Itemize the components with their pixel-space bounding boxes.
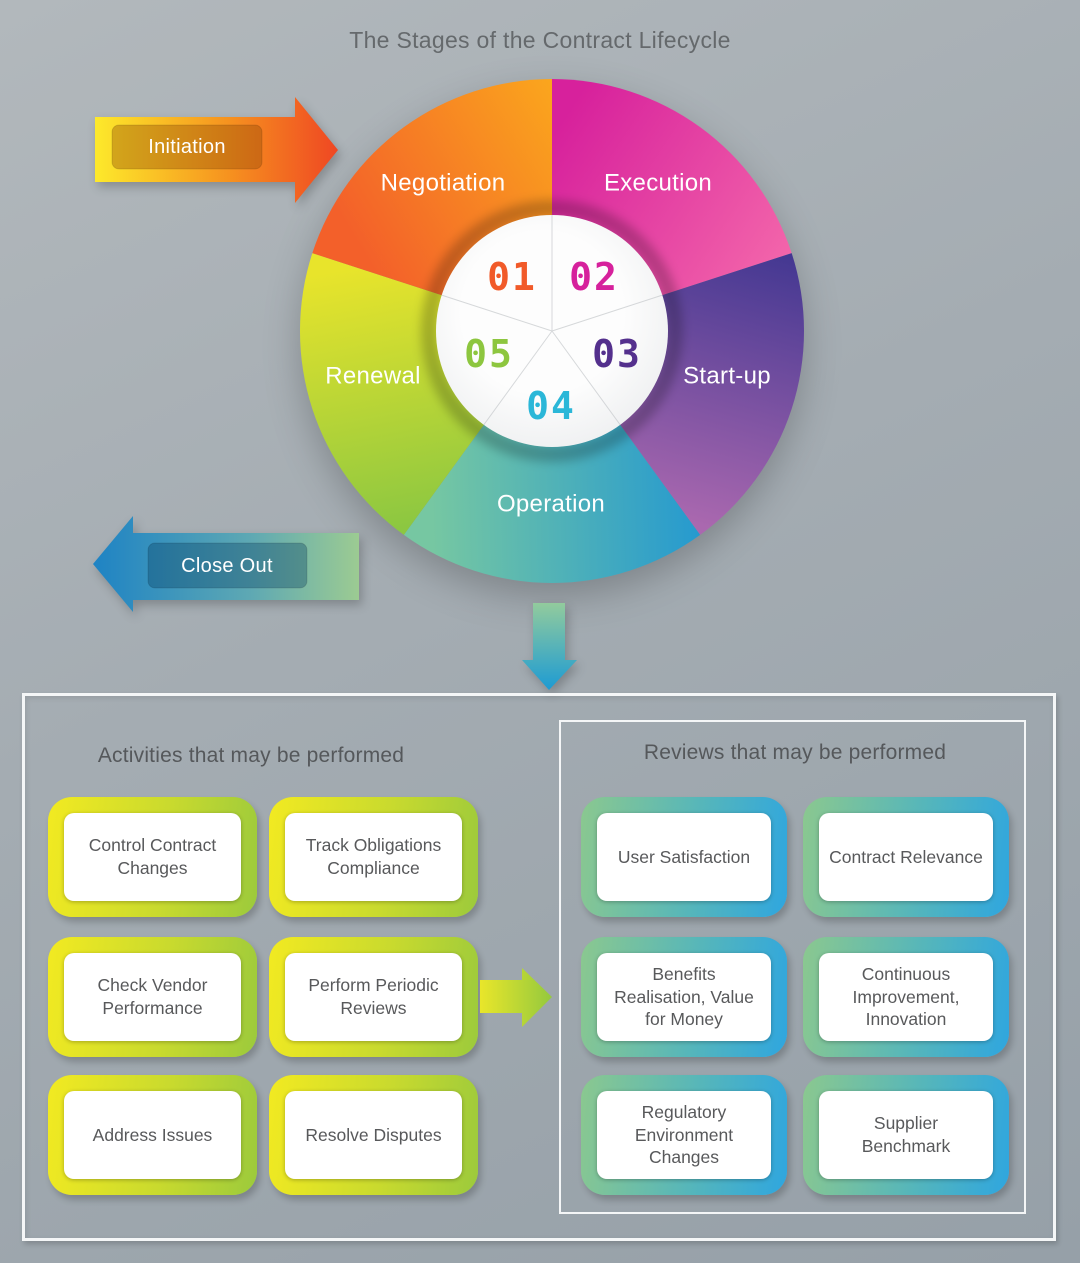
wheel-inner-rim (421, 200, 683, 462)
segment-label-execution: Execution (604, 170, 712, 197)
reviews-header: Reviews that may be performed (643, 741, 947, 764)
review-card: Continuous Improvement, Innovation (803, 937, 1009, 1057)
segment-label-startup: Start-up (683, 363, 771, 390)
review-card-label: Benefits Realisation, Value for Money (597, 953, 771, 1041)
activity-card: Track Obligations Compliance (269, 797, 478, 917)
close-out-arrow: Close Out (93, 516, 359, 612)
initiation-label: Initiation (148, 136, 226, 158)
stage-number-02: 02 (569, 255, 619, 299)
activity-card: Control Contract Changes (48, 797, 257, 917)
review-card: Regulatory Environment Changes (581, 1075, 787, 1195)
activity-card-label: Address Issues (64, 1091, 241, 1179)
review-card-label: Supplier Benchmark (819, 1091, 993, 1179)
initiation-arrow: Initiation (95, 97, 338, 203)
stage-number-05: 05 (464, 332, 514, 376)
activity-card-label: Track Obligations Compliance (285, 813, 462, 901)
review-card: Contract Relevance (803, 797, 1009, 917)
review-card-label: Regulatory Environment Changes (597, 1091, 771, 1179)
review-card-label: Contract Relevance (819, 813, 993, 901)
page-title: The Stages of the Contract Lifecycle (349, 27, 731, 53)
segment-label-operation: Operation (497, 491, 605, 518)
activities-to-reviews-arrow (480, 968, 552, 1027)
down-arrow (522, 603, 577, 690)
close-out-label: Close Out (181, 555, 273, 577)
close-out-arrow-shape (93, 516, 359, 612)
activity-card-label: Control Contract Changes (64, 813, 241, 901)
details-panel (22, 693, 1056, 1241)
initiation-label-box (111, 124, 263, 170)
activities-header: Activities that may be performed (97, 744, 405, 767)
activities-to-reviews-arrow-shape (480, 968, 552, 1027)
activity-card: Resolve Disputes (269, 1075, 478, 1195)
review-card-label: User Satisfaction (597, 813, 771, 901)
segment-label-renewal: Renewal (325, 363, 421, 390)
wheel-center-facets (441, 215, 663, 426)
activity-card: Address Issues (48, 1075, 257, 1195)
stage-number-01: 01 (487, 255, 537, 299)
review-card-label: Continuous Improvement, Innovation (819, 953, 993, 1041)
segment-label-negotiation: Negotiation (381, 170, 506, 197)
close-out-label-box (147, 542, 308, 589)
down-arrow-shape (522, 603, 577, 690)
activity-card-label: Perform Periodic Reviews (285, 953, 462, 1041)
stage-number-04: 04 (526, 384, 576, 428)
lifecycle-wheel: 01 02 03 04 05 Negotiation Execution Sta… (299, 79, 805, 584)
review-card: Benefits Realisation, Value for Money (581, 937, 787, 1057)
reviews-panel (559, 720, 1026, 1214)
activity-card-label: Check Vendor Performance (64, 953, 241, 1041)
activity-card: Check Vendor Performance (48, 937, 257, 1057)
review-card: Supplier Benchmark (803, 1075, 1009, 1195)
initiation-arrow-shape (95, 97, 338, 203)
activity-card-label: Resolve Disputes (285, 1091, 462, 1179)
activity-card: Perform Periodic Reviews (269, 937, 478, 1057)
stage-number-03: 03 (592, 332, 642, 376)
review-card: User Satisfaction (581, 797, 787, 917)
